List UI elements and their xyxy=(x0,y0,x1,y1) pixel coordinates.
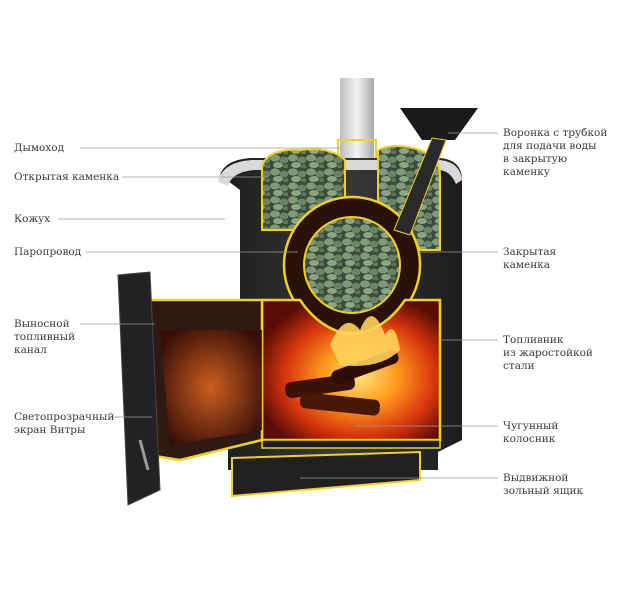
label-funnel-l3: в закрытую xyxy=(503,153,568,165)
label-funnel-l1: Воронка с трубкой xyxy=(503,127,608,139)
label-firebox-l2: из жаростойкой xyxy=(503,347,593,359)
ash-drawer xyxy=(231,450,421,498)
label-funnel-l2: для подачи воды xyxy=(503,140,597,152)
label-remote-channel: Выносной топливный канал xyxy=(14,318,75,357)
label-funnel-l4: каменку xyxy=(503,166,550,178)
label-remote-channel-l1: Выносной xyxy=(14,318,70,330)
label-remote-channel-l2: топливный xyxy=(14,331,76,343)
label-closed-heater-l1: Закрытая xyxy=(503,246,557,258)
closed-heater-inner xyxy=(303,216,401,314)
label-grate-l2: колосник xyxy=(503,433,556,445)
door-handle xyxy=(138,439,150,471)
label-ash-drawer-l1: Выдвижной xyxy=(503,472,569,484)
label-casing-text: Кожух xyxy=(14,213,51,225)
label-steam-pipe: Паропровод xyxy=(14,246,81,259)
label-firebox-l1: Топливник xyxy=(503,334,564,346)
label-open-heater: Открытая каменка xyxy=(14,171,119,184)
funnel-icon xyxy=(400,108,478,140)
label-firebox-l3: стали xyxy=(503,360,535,372)
label-firebox: Топливник из жаростойкой стали xyxy=(503,334,593,373)
label-open-heater-text: Открытая каменка xyxy=(14,171,120,183)
remote-channel-fire xyxy=(160,330,262,445)
label-steam-pipe-text: Паропровод xyxy=(14,246,82,258)
label-glass-screen-l1: Светопрозрачный xyxy=(14,411,115,423)
label-ash-drawer: Выдвижной зольный ящик xyxy=(503,472,583,498)
label-grate-l1: Чугунный xyxy=(503,420,559,432)
label-glass-screen: Светопрозрачный экран Витры xyxy=(14,411,114,437)
label-grate: Чугунный колосник xyxy=(503,420,558,446)
label-ash-drawer-l2: зольный ящик xyxy=(503,485,584,497)
label-funnel: Воронка с трубкой для подачи воды в закр… xyxy=(503,127,607,179)
grate xyxy=(261,439,441,449)
label-remote-channel-l3: канал xyxy=(14,344,47,356)
label-glass-screen-l2: экран Витры xyxy=(14,424,86,436)
label-chimney: Дымоход xyxy=(14,142,64,155)
label-chimney-text: Дымоход xyxy=(14,142,65,154)
leader-lines xyxy=(58,132,498,479)
label-closed-heater-l2: каменка xyxy=(503,259,551,271)
glass-door xyxy=(117,271,161,506)
label-closed-heater: Закрытая каменка xyxy=(503,246,556,272)
label-casing: Кожух xyxy=(14,213,50,226)
funnel-tube xyxy=(393,137,447,236)
firewood xyxy=(285,316,400,416)
